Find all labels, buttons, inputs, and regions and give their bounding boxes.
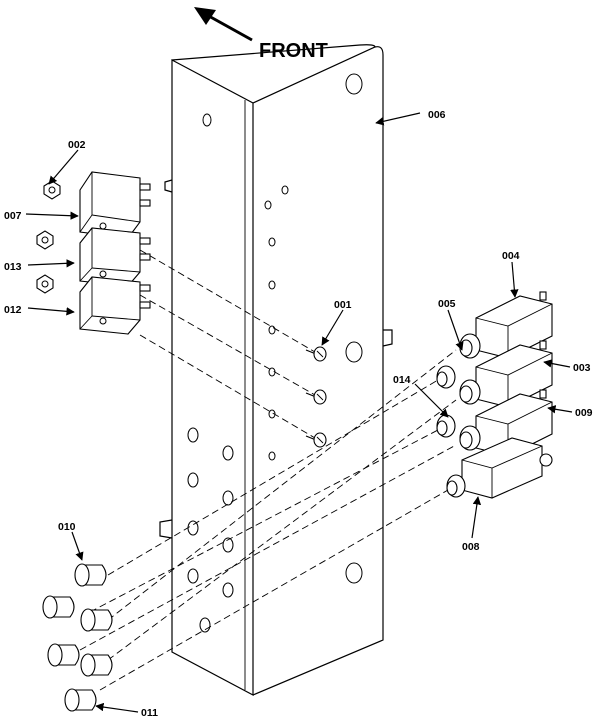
- callout-004: 004: [502, 250, 520, 262]
- knob: [80, 608, 113, 632]
- right-relay-stack: [436, 291, 553, 499]
- callout-013: 013: [4, 261, 22, 273]
- left-relay-stack: [36, 171, 151, 335]
- right-assembly-lines: [79, 349, 457, 691]
- callout-011: 011: [141, 707, 158, 719]
- callout-003: 003: [573, 362, 591, 374]
- connector: [459, 425, 481, 451]
- connector: [446, 474, 466, 498]
- knob: [64, 688, 97, 712]
- knob: [74, 563, 107, 587]
- hex-nut: [43, 180, 61, 200]
- relay-012: [79, 276, 151, 335]
- knob: [42, 595, 75, 619]
- screws: [305, 346, 327, 448]
- callout-014: 014: [393, 374, 411, 386]
- connector: [459, 379, 481, 405]
- mounting-bracket: [159, 44, 393, 696]
- knob: [80, 653, 113, 677]
- callout-labels: 006 002 007 013 012 001 004 005 003 009 …: [4, 109, 593, 719]
- front-direction-arrow: FRONT: [194, 7, 328, 62]
- knobs: [42, 563, 113, 712]
- callout-007: 007: [4, 210, 22, 222]
- knob: [47, 643, 80, 667]
- callout-008: 008: [462, 541, 480, 553]
- screw: [305, 346, 327, 362]
- relay-003: [475, 340, 553, 408]
- callout-002: 002: [68, 139, 86, 151]
- left-assembly-lines: [139, 249, 316, 439]
- callout-005: 005: [438, 298, 456, 310]
- hex-nut: [36, 274, 54, 294]
- leader-lines: [25, 112, 573, 713]
- callout-009: 009: [575, 407, 593, 419]
- callout-006: 006: [428, 109, 446, 121]
- callout-010: 010: [58, 521, 76, 533]
- connector: [436, 365, 456, 389]
- callout-012: 012: [4, 304, 22, 316]
- connector: [436, 414, 456, 438]
- screw: [305, 432, 327, 448]
- screw: [305, 389, 327, 405]
- callout-001: 001: [334, 299, 352, 311]
- hex-nut: [36, 230, 54, 250]
- relay-009: [475, 389, 553, 457]
- relay-013: [79, 227, 151, 287]
- front-label: FRONT: [259, 40, 328, 62]
- relay-007: [79, 171, 151, 239]
- connector: [459, 333, 481, 359]
